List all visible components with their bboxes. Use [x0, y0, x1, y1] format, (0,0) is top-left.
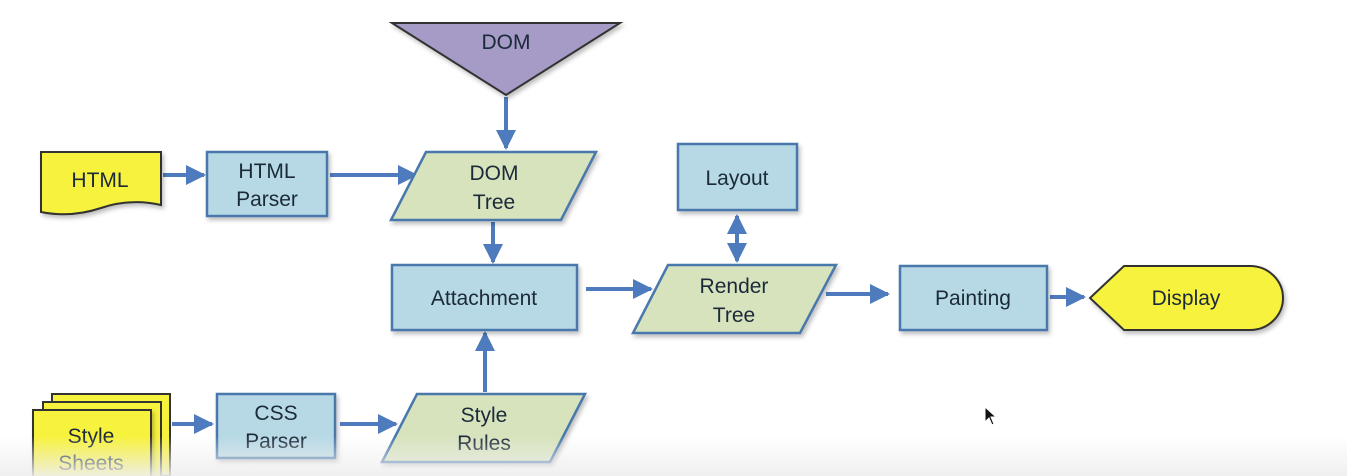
attachment-box [390, 263, 579, 332]
connectors [163, 97, 1086, 434]
dom-label: DOM [482, 31, 531, 54]
node-dom-tree: DOM Tree [388, 150, 599, 222]
html-document-shape [40, 151, 162, 216]
layout-label: Layout [705, 167, 768, 190]
display-shape [1088, 265, 1284, 331]
html-parser-label-line1: HTML [238, 160, 295, 183]
html-parser-box [205, 150, 329, 218]
node-css-parser: CSS Parser [215, 392, 337, 460]
style-rules-label-line1: Style [461, 404, 508, 427]
node-attachment: Attachment [390, 263, 579, 332]
node-dom: DOM [388, 22, 624, 97]
dom-tree-parallelogram [388, 150, 599, 222]
html-parser-label-line2: Parser [236, 188, 298, 211]
render-tree-parallelogram [630, 263, 839, 335]
node-layout: Layout [676, 142, 799, 212]
node-html-parser: HTML Parser [205, 150, 329, 218]
node-html: HTML [40, 151, 162, 216]
dom-tree-label-line2: Tree [473, 191, 515, 214]
style-rules-label-line2: Rules [457, 432, 511, 455]
style-sheets-label-line2: Sheets [58, 452, 123, 475]
attachment-label: Attachment [431, 287, 537, 310]
layout-box [676, 142, 799, 212]
render-tree-label-line2: Tree [713, 304, 755, 327]
node-style-rules: Style Rules [379, 392, 588, 464]
dom-triangle-shape [388, 22, 624, 97]
html-label: HTML [71, 169, 128, 192]
css-parser-label-line1: CSS [254, 402, 297, 425]
style-sheets-label-line1: Style [68, 425, 115, 448]
node-painting: Painting [898, 264, 1049, 332]
mouse-pointer-icon [984, 406, 998, 426]
css-parser-label-line2: Parser [245, 430, 307, 453]
node-style-sheets: Style Sheets [32, 393, 171, 476]
painting-box [898, 264, 1049, 332]
display-label: Display [1152, 287, 1221, 310]
render-tree-label-line1: Render [700, 275, 769, 298]
node-display: Display [1088, 265, 1284, 331]
dom-tree-label-line1: DOM [470, 162, 519, 185]
node-render-tree: Render Tree [630, 263, 839, 335]
painting-label: Painting [935, 287, 1011, 310]
